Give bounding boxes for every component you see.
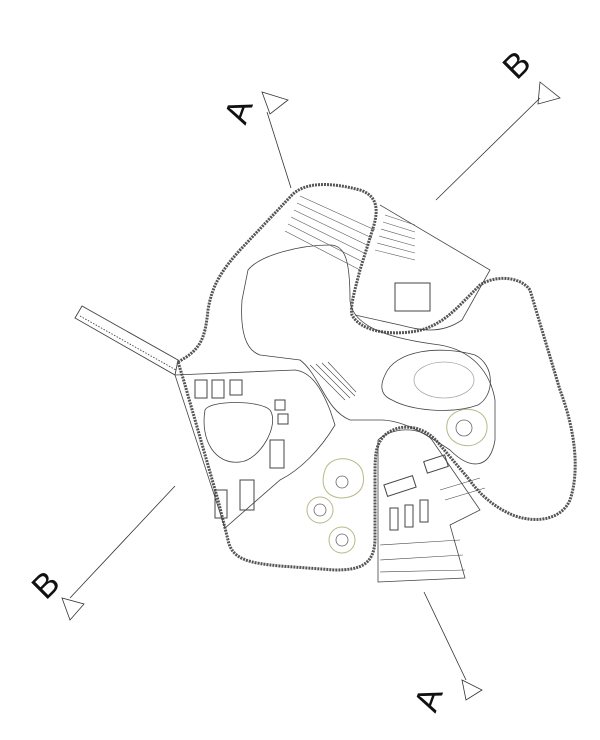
entrance-walkway [74,305,179,376]
section-line-a-top [266,111,292,189]
tree-planters [306,408,488,554]
section-arrow-b-top [537,81,561,105]
west-wing [174,369,336,529]
tree-markers [313,419,473,547]
central-path [241,244,496,465]
section-arrow-a-top [261,91,289,115]
north-core-rooms [394,282,431,312]
south-wing-rooms [383,454,449,531]
west-garden [203,402,273,463]
section-line-b-top [435,97,541,201]
west-stairs [309,361,357,401]
section-arrow-b-bottom [61,597,85,621]
pond-inner [413,361,475,399]
section-arrow-a-bottom [461,679,483,701]
building-outline [176,183,577,572]
north-wing [354,204,491,331]
west-wing-rooms [194,379,289,519]
section-line-b-bottom [69,485,176,599]
central-pond [381,349,491,411]
north-terraces [284,195,416,271]
section-line-a-bottom [423,591,467,681]
south-terraces [379,477,486,573]
